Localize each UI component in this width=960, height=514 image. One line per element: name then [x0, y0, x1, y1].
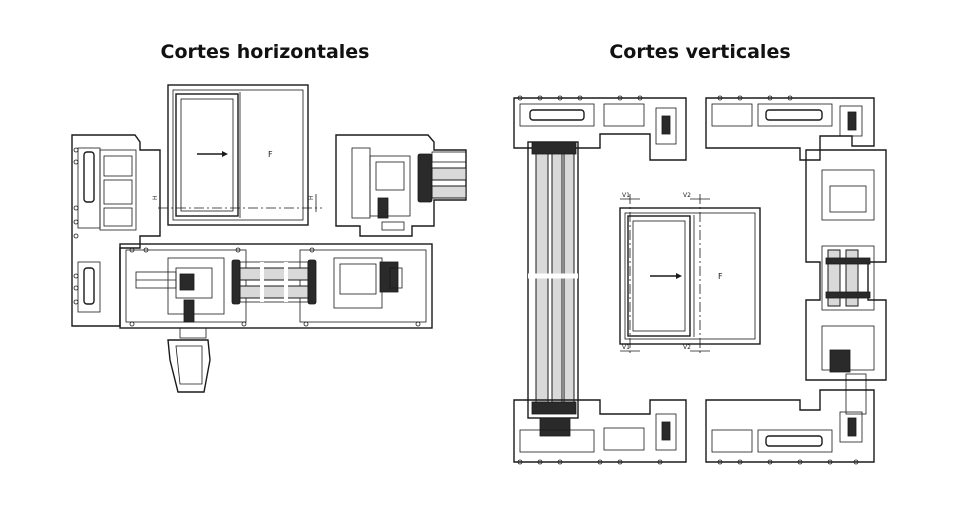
- right-sill-profile: [705, 389, 875, 465]
- sliding-window-handle: [167, 327, 211, 393]
- v1-marker-top: V1: [622, 192, 630, 199]
- fixed-pane-label-vertical: F: [718, 272, 723, 281]
- left-outer-frame-profile: [71, 134, 161, 327]
- vertical-section-drawing: F V1 V2 V1 V2: [513, 95, 887, 465]
- left-glazed-sash: [527, 141, 579, 437]
- vertical-key-elevation: F V1 V2 V1 V2: [619, 192, 761, 356]
- h-marker-right: H: [308, 195, 315, 200]
- horizontal-key-elevation: F H H: [152, 84, 322, 226]
- horizontal-sections-title: Cortes horizontales: [160, 41, 370, 63]
- right-interlock-profile: [805, 149, 887, 415]
- fixed-pane-label: F: [268, 150, 273, 159]
- left-sill-profile: [513, 399, 687, 465]
- vertical-sections-title: Cortes verticales: [609, 41, 791, 63]
- right-head-profile: [705, 95, 875, 161]
- v2-marker-bottom: V2: [683, 344, 691, 351]
- right-outer-frame-profile: [335, 134, 467, 237]
- v2-marker-top: V2: [683, 192, 691, 199]
- h-marker-left: H: [152, 195, 159, 200]
- horizontal-interlock-rail: [119, 243, 433, 329]
- v1-marker-bottom: V1: [622, 344, 630, 351]
- horizontal-section-drawing: F H H: [71, 84, 467, 393]
